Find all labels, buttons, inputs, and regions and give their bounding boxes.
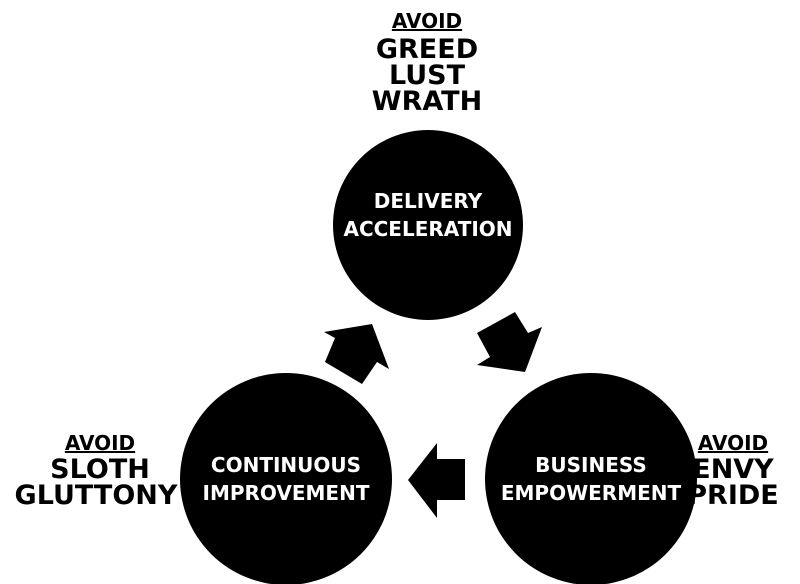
- delivery-sin-3: WRATH: [372, 86, 482, 117]
- continuous-sin-2: GLUTTONY: [15, 480, 178, 511]
- circle-delivery-acceleration: [333, 130, 523, 320]
- delivery-sin-1: GREED: [376, 34, 478, 65]
- continuous-avoid-label: AVOID: [65, 431, 135, 455]
- continuous-line-1: CONTINUOUS: [211, 453, 361, 477]
- business-line-2: EMPOWERMENT: [501, 481, 682, 505]
- delivery-line-1: DELIVERY: [374, 189, 483, 213]
- delivery-line-2: ACCELERATION: [343, 217, 512, 241]
- circle-continuous-improvement: [180, 373, 392, 584]
- delivery-sin-2: LUST: [389, 60, 466, 91]
- circle-business-empowerment: [485, 373, 697, 584]
- business-sin-2: PRIDE: [687, 480, 778, 511]
- business-avoid-label: AVOID: [698, 431, 768, 455]
- arrow-to-delivery: [324, 324, 389, 384]
- continuous-line-2: IMPROVEMENT: [203, 481, 370, 505]
- delivery-avoid-label: AVOID: [392, 9, 462, 33]
- arrow-to-business: [477, 312, 542, 372]
- arrow-to-continuous: [408, 443, 465, 518]
- business-sin-1: ENVY: [692, 454, 774, 485]
- continuous-sin-1: SLOTH: [50, 454, 150, 485]
- business-line-1: BUSINESS: [535, 453, 647, 477]
